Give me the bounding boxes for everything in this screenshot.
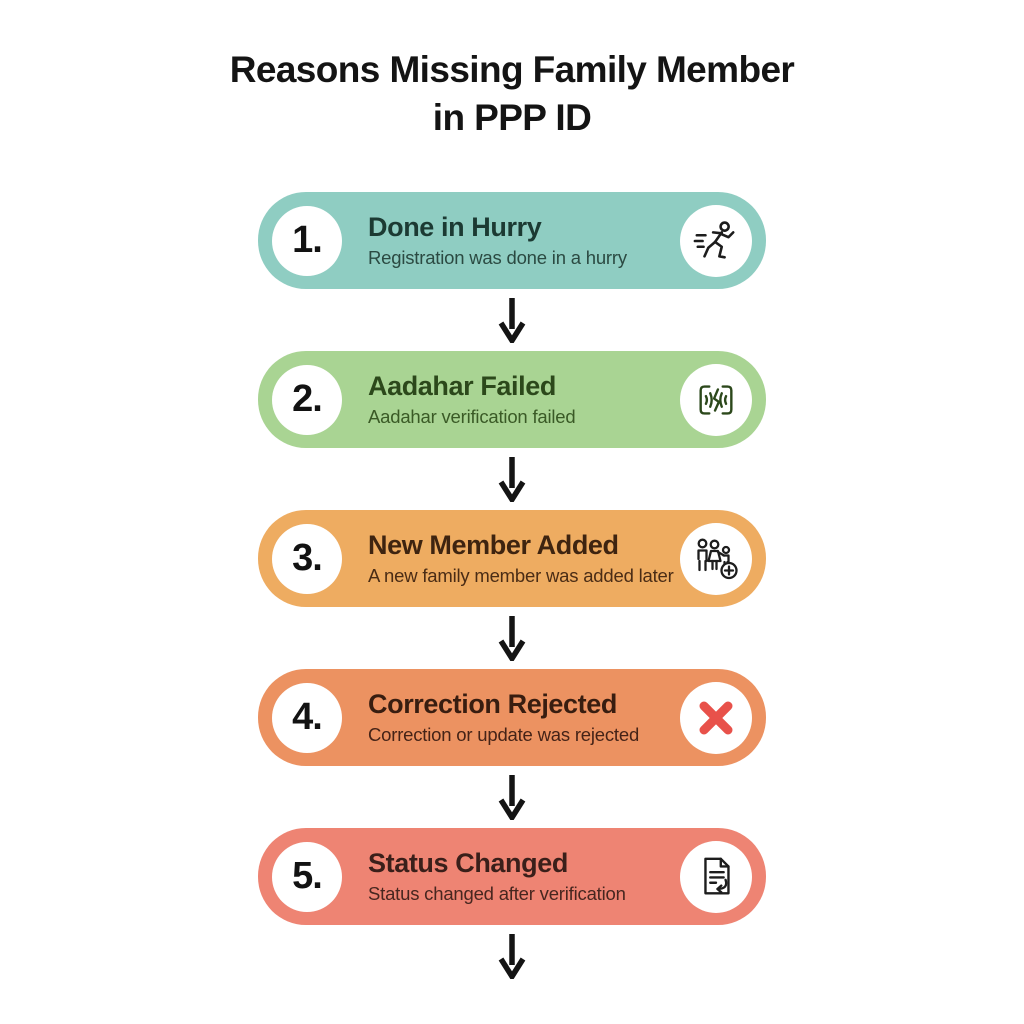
rejected-x-icon [680,681,752,754]
document-status-icon [680,840,752,913]
step-subtitle: Aadahar verification failed [368,406,576,428]
step-text-block: Status Changed Status changed after veri… [342,848,680,905]
step-subtitle: Correction or update was rejected [368,724,640,746]
step-number-badge: 1. [272,205,342,276]
step-subtitle: Status changed after verification [368,883,626,905]
step-number-badge: 2. [272,364,342,435]
step-number-badge: 5. [272,841,342,912]
steps-flow: 1. Done in Hurry Registration was done i… [0,192,1024,987]
down-arrow-icon [494,456,530,503]
step-number-badge: 3. [272,523,342,594]
step-title: Done in Hurry [368,212,542,243]
step-card: 2. Aadahar Failed Aadahar verification f… [258,351,766,449]
aadhaar-scan-failed-icon [680,363,752,436]
page-title-line1: Reasons Missing Family Member [229,49,795,90]
step-text-block: Done in Hurry Registration was done in a… [342,212,680,269]
step-title: Status Changed [368,848,568,879]
step-title: New Member Added [368,530,619,561]
down-arrow-icon [494,297,530,344]
step-title: Aadahar Failed [368,371,556,402]
step-text-block: New Member Added A new family member was… [342,530,680,587]
down-arrow-icon [494,774,530,821]
step-text-block: Aadahar Failed Aadahar verification fail… [342,371,680,428]
step-text-block: Correction Rejected Correction or update… [342,689,680,746]
step-card: 3. New Member Added A new family member … [258,510,766,608]
family-add-icon [680,522,752,595]
page-title: Reasons Missing Family Member in PPP ID [0,0,1024,142]
step-number-badge: 4. [272,682,342,753]
step-subtitle: A new family member was added later [368,565,674,587]
page-title-line2: in PPP ID [432,97,592,139]
step-title: Correction Rejected [368,689,617,720]
down-arrow-icon [494,933,530,980]
step-card: 5. Status Changed Status changed after v… [258,828,766,926]
step-subtitle: Registration was done in a hurry [368,247,627,269]
running-person-icon [680,204,752,277]
step-card: 1. Done in Hurry Registration was done i… [258,192,766,290]
down-arrow-icon [494,615,530,662]
step-card: 4. Correction Rejected Correction or upd… [258,669,766,767]
